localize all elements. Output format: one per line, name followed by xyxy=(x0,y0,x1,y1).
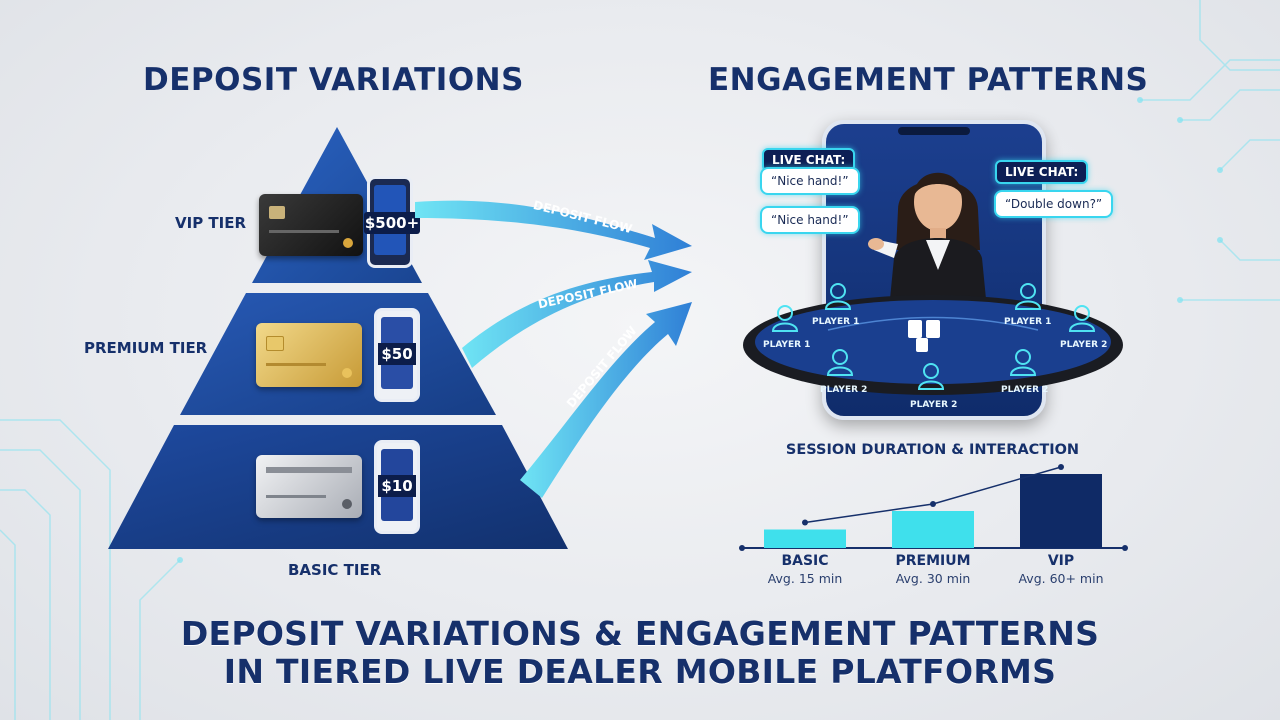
bar-vip xyxy=(1020,474,1102,548)
basic-tier-label: BASIC TIER xyxy=(288,561,382,579)
gold-credit-card xyxy=(256,323,362,387)
basic-deposit-amount: $10 xyxy=(378,475,416,497)
engagement-patterns-heading: ENGAGEMENT PATTERNS xyxy=(708,62,1149,98)
chart-category-sublabel: Avg. 60+ min xyxy=(1018,571,1104,586)
basic-flow-arrow xyxy=(520,302,692,498)
player-label: PLAYER 2 xyxy=(910,400,958,410)
chart-category-sublabel: Avg. 15 min xyxy=(767,571,843,586)
player-icon-6 xyxy=(917,363,945,390)
chart-category-sublabel: Avg. 30 min xyxy=(895,571,971,586)
player-icon-5 xyxy=(826,349,854,376)
vip-tier-label: VIP TIER xyxy=(175,214,247,232)
session-duration-chart xyxy=(739,464,1128,551)
vip-flow-arrow xyxy=(415,200,692,260)
player-icon-7 xyxy=(1009,349,1037,376)
trend-point xyxy=(1058,464,1064,470)
chart-category-label: BASIC xyxy=(781,553,829,569)
bar-premium xyxy=(892,511,974,548)
trend-point xyxy=(802,519,808,526)
chart-category-label: PREMIUM xyxy=(895,553,971,569)
vip-deposit-amount: $500+ xyxy=(364,212,420,234)
player-icon-3 xyxy=(1014,283,1042,310)
chat-message: “Nice hand!” xyxy=(760,206,860,234)
player-label: PLAYER 1 xyxy=(1004,317,1052,327)
footer-title-line1: DEPOSIT VARIATIONS & ENGAGEMENT PATTERNS xyxy=(180,614,1100,653)
bar-basic xyxy=(764,529,846,548)
player-label: PLAYER 2 xyxy=(1001,385,1049,395)
black-credit-card xyxy=(259,194,363,256)
premium-tier-label: PREMIUM TIER xyxy=(84,339,208,357)
deposit-variations-heading: DEPOSIT VARIATIONS xyxy=(143,62,524,98)
player-label: PLAYER 1 xyxy=(763,340,811,350)
axis-end-dot xyxy=(1122,545,1128,551)
player-label: PLAYER 2 xyxy=(820,385,868,395)
premium-flow-arrow xyxy=(462,260,692,368)
player-icon-1 xyxy=(771,305,799,332)
player-icon-4 xyxy=(1068,305,1096,332)
deposit-flow-arrows xyxy=(415,200,692,498)
chat-message: “Double down?” xyxy=(994,190,1114,218)
player-icon-2 xyxy=(824,283,852,310)
player-icons xyxy=(771,283,1096,390)
footer-title-line2: IN TIERED LIVE DEALER MOBILE PLATFORMS xyxy=(223,652,1057,691)
axis-end-dot xyxy=(739,545,745,551)
chart-category-label: VIP xyxy=(1047,553,1075,569)
chart-title: SESSION DURATION & INTERACTION xyxy=(785,442,1080,458)
live-chat-title-right: LIVE CHAT: xyxy=(995,160,1089,184)
player-label: PLAYER 2 xyxy=(1060,340,1108,350)
player-label: PLAYER 1 xyxy=(812,317,860,327)
chat-message: “Nice hand!” xyxy=(760,167,860,195)
trend-point xyxy=(930,501,936,507)
premium-deposit-amount: $50 xyxy=(378,343,416,365)
silver-credit-card xyxy=(256,455,362,518)
